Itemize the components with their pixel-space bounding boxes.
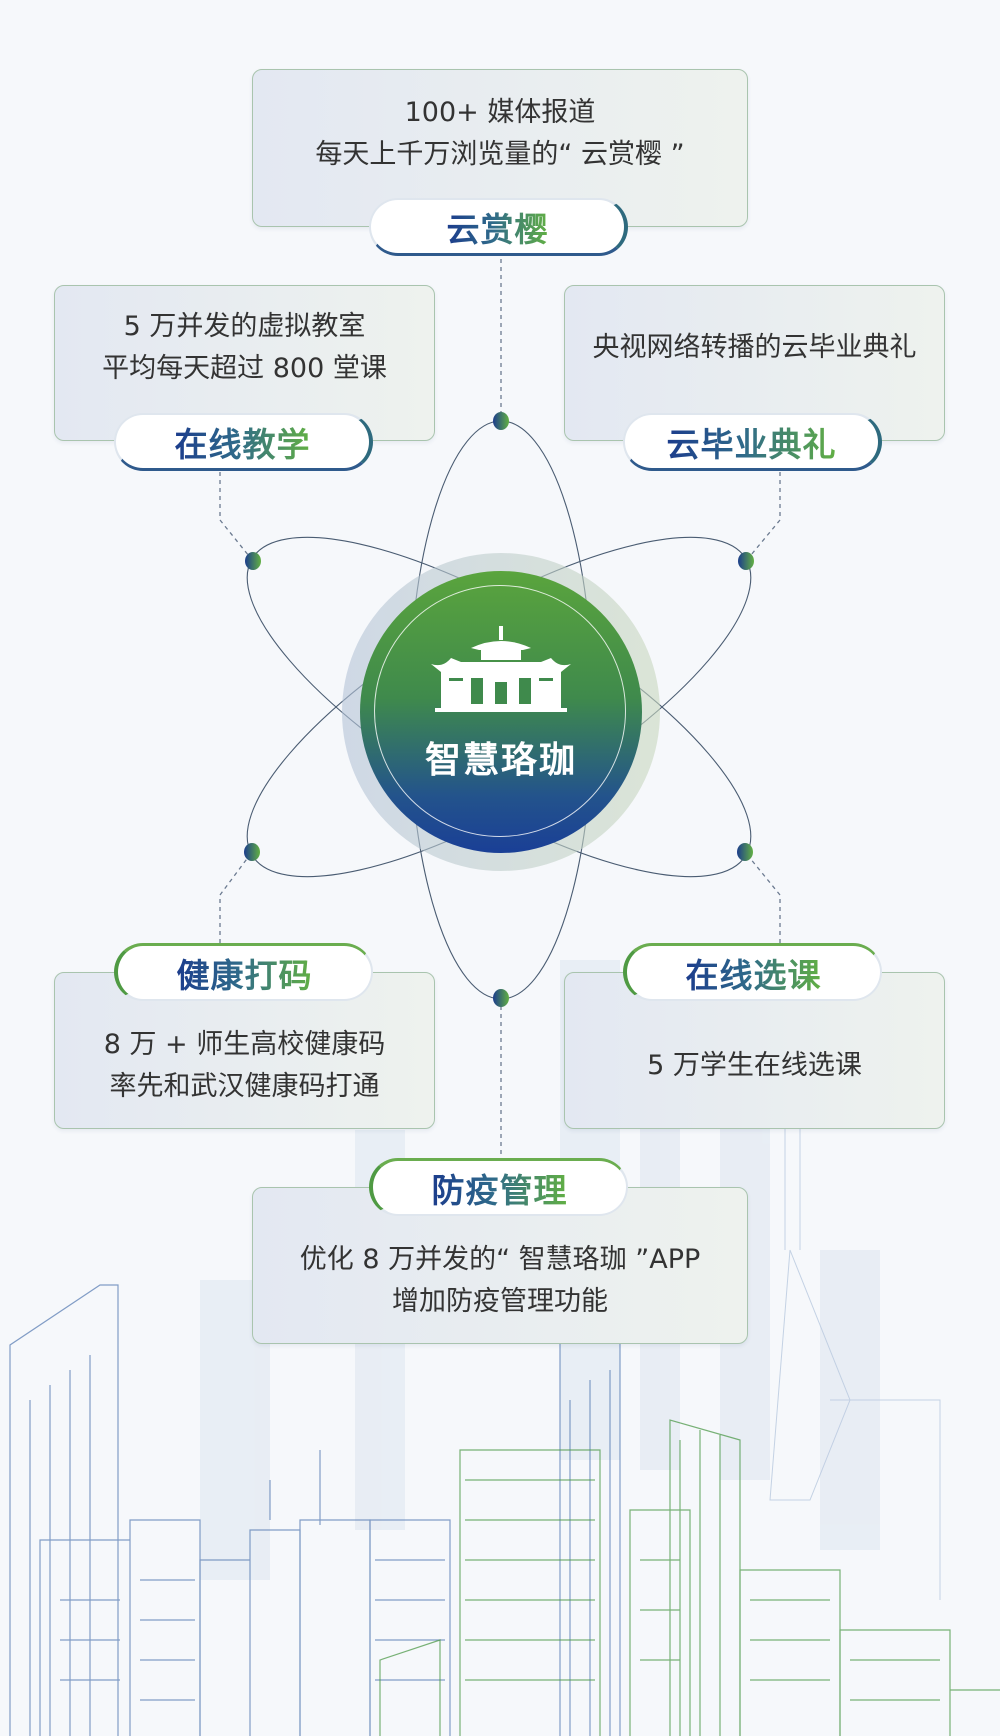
pill-label: 在线选课 bbox=[686, 949, 822, 997]
orbit-dot bbox=[244, 843, 260, 861]
center-hub: 智慧珞珈 bbox=[360, 571, 642, 853]
orbit-dot bbox=[493, 412, 509, 430]
center-title: 智慧珞珈 bbox=[424, 740, 577, 781]
info-line: 优化 8 万并发的“ 智慧珞珈 ”APP bbox=[299, 1243, 701, 1275]
label-pill-epidemic-management: 防疫管理 bbox=[369, 1158, 628, 1216]
connector-lines bbox=[219, 259, 781, 1158]
info-line: 5 万并发的虚拟教室 bbox=[123, 311, 366, 342]
label-pill-online-teaching: 在线教学 bbox=[114, 413, 373, 471]
center-ring bbox=[374, 585, 626, 837]
info-line: 100+ 媒体报道 bbox=[404, 97, 596, 128]
label-pill-health-code: 健康打码 bbox=[114, 943, 373, 1001]
info-line: 5 万学生在线选课 bbox=[647, 1049, 862, 1081]
orbit-dot bbox=[737, 843, 753, 861]
pill-label: 健康打码 bbox=[177, 949, 313, 997]
info-line: 平均每天超过 800 堂课 bbox=[102, 353, 387, 384]
orbit-dot bbox=[738, 552, 754, 570]
label-pill-course-selection: 在线选课 bbox=[623, 943, 882, 1001]
info-line: 率先和武汉健康码打通 bbox=[109, 1070, 380, 1102]
label-pill-cloud-sakura: 云赏樱 bbox=[369, 198, 628, 256]
pill-label: 在线教学 bbox=[175, 418, 311, 466]
orbit-dot bbox=[493, 989, 509, 1007]
info-line: 每天上千万浏览量的“ 云赏樱 ” bbox=[315, 139, 685, 170]
info-box-cloud-sakura: 100+ 媒体报道 每天上千万浏览量的“ 云赏樱 ” bbox=[252, 69, 748, 227]
pill-label: 云赏樱 bbox=[447, 203, 549, 251]
pill-label: 云毕业典礼 bbox=[667, 418, 837, 466]
info-line: 央视网络转播的云毕业典礼 bbox=[592, 332, 917, 363]
label-pill-cloud-graduation: 云毕业典礼 bbox=[623, 413, 882, 471]
info-line: 8 万 + 师生高校健康码 bbox=[103, 1028, 386, 1060]
orbit-dot bbox=[245, 552, 261, 570]
pill-label: 防疫管理 bbox=[432, 1164, 568, 1212]
university-building-icon bbox=[431, 626, 571, 712]
info-line: 增加防疫管理功能 bbox=[392, 1285, 608, 1317]
